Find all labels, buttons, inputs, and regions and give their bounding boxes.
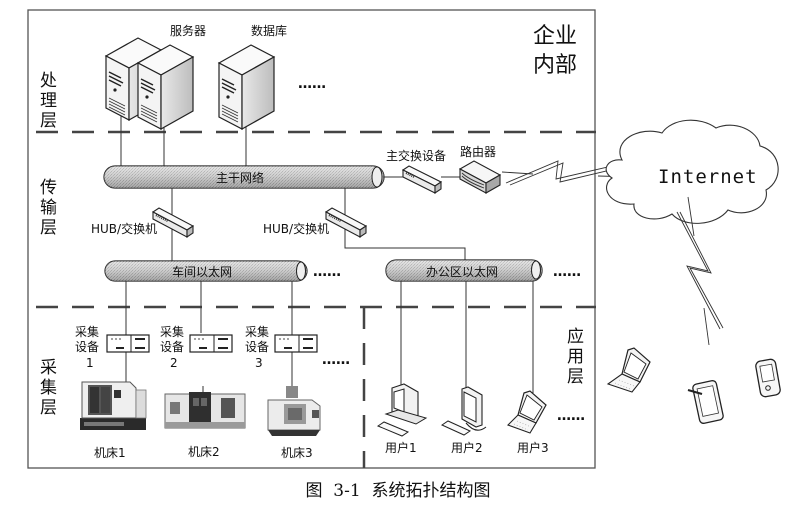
layer-label-application: 应 用 层: [567, 327, 584, 387]
mobile-wireless-link: [676, 196, 724, 346]
svg-text:处: 处: [40, 71, 57, 91]
svg-text:传: 传: [40, 178, 57, 198]
router-label: 路由器: [460, 144, 496, 159]
server-label: 服务器: [170, 23, 206, 38]
main-switch-icon: [401, 165, 443, 195]
collector-icon: [189, 334, 233, 353]
svg-text:采集: 采集: [245, 324, 269, 339]
layer-label-processing: 处 理 层: [40, 71, 57, 131]
workshop-ethernet-label: 车间以太网: [172, 264, 232, 279]
svg-text:集: 集: [40, 378, 57, 398]
machine-label-3: 机床3: [281, 446, 313, 460]
hub1-label: HUB/交换机: [91, 221, 157, 236]
machine-tool-icon: [267, 386, 321, 436]
collector-icon: [274, 334, 318, 353]
database-label: 数据库: [251, 23, 287, 38]
users-more-ellipsis: ……: [557, 408, 585, 424]
workshop-more-ellipsis: ……: [313, 264, 341, 280]
machine-tool-icon: [164, 386, 246, 429]
mobile-laptop-icon: [606, 347, 651, 393]
layer-label-transport: 传 输 层: [40, 178, 57, 238]
office-more-ellipsis: ……: [553, 264, 581, 280]
svg-text:层: 层: [40, 111, 57, 131]
machine-label-2: 机床2: [188, 445, 220, 459]
desktop-computer-icon: [376, 383, 428, 437]
more-servers-ellipsis: ……: [298, 76, 326, 92]
svg-text:用: 用: [567, 347, 584, 367]
workshop-ethernet: [104, 260, 308, 282]
layer-label-collection: 采 集 层: [40, 358, 57, 418]
svg-text:输: 输: [40, 198, 57, 218]
office-ethernet: [385, 259, 543, 282]
svg-text:设备: 设备: [75, 340, 99, 354]
machine-tool-icon: [80, 381, 147, 430]
tablet-with-stylus-icon: [687, 380, 724, 424]
router-icon: [458, 160, 502, 194]
pda-handheld-icon: [755, 358, 781, 398]
enterprise-boundary: [27, 9, 596, 469]
laptop-computer-icon: [507, 390, 547, 434]
enterprise-label-line2: 内部: [533, 53, 577, 78]
machine-label-1: 机床1: [94, 446, 126, 460]
backbone-label: 主干网络: [216, 170, 264, 185]
svg-text:设备: 设备: [160, 340, 184, 354]
monitor-computer-icon: [440, 386, 487, 436]
svg-text:理: 理: [40, 91, 57, 111]
svg-text:层: 层: [40, 398, 57, 418]
user-label-3: 用户3: [517, 440, 549, 455]
svg-text:采集: 采集: [75, 324, 99, 339]
svg-text:层: 层: [40, 218, 57, 238]
svg-text:1: 1: [86, 356, 94, 370]
hub2-label: HUB/交换机: [263, 221, 329, 236]
server-icon: [136, 44, 195, 131]
internet-label: Internet: [658, 166, 758, 188]
collectors-more-ellipsis: ……: [322, 352, 350, 368]
user-label-1: 用户1: [385, 440, 417, 455]
svg-text:设备: 设备: [245, 340, 269, 354]
user-label-2: 用户2: [451, 440, 483, 455]
database-server-icon: [217, 44, 276, 131]
hub-switch-icon: [324, 207, 368, 239]
collector-icon: [106, 334, 150, 353]
svg-text:3: 3: [255, 356, 263, 370]
svg-text:采集: 采集: [160, 324, 184, 339]
hub-switch-icon: [151, 207, 195, 239]
collector-device-1: 采集 设备 1: [75, 324, 150, 370]
svg-text:层: 层: [567, 367, 584, 387]
enterprise-label-line1: 企业: [533, 24, 577, 49]
svg-text:2: 2: [170, 356, 178, 370]
svg-text:应: 应: [567, 327, 584, 347]
office-ethernet-label: 办公区以太网: [426, 264, 498, 279]
collector-device-3: 采集 设备 3: [245, 324, 318, 370]
collector-device-2: 采集 设备 2: [160, 324, 233, 370]
internet-cloud: [605, 119, 779, 224]
main-switch-label: 主交换设备: [386, 148, 446, 163]
svg-text:采: 采: [40, 358, 57, 378]
figure-caption: 图 3-1 系统拓扑结构图: [306, 481, 491, 501]
